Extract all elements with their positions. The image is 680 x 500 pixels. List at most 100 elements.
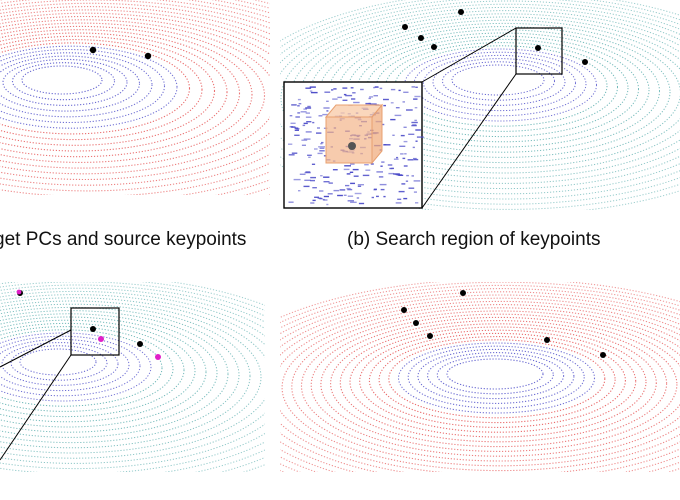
cloud-point: [376, 195, 379, 198]
cloud-point: [411, 121, 418, 124]
scan-ring: [0, 287, 265, 472]
scan-ring: [0, 0, 270, 195]
cloud-point: [415, 202, 419, 204]
scan-ring: [0, 55, 141, 112]
cloud-point: [391, 167, 394, 170]
source-keypoint: [401, 307, 407, 313]
cloud-point: [308, 156, 311, 158]
panel-d-registration: [280, 282, 680, 472]
scan-ring: [0, 39, 203, 141]
cloud-point: [368, 97, 371, 100]
cloud-point: [403, 140, 408, 143]
scan-ring: [310, 313, 680, 457]
cloud-point: [288, 154, 295, 156]
scan-ring: [413, 51, 587, 117]
cloud-point: [310, 91, 318, 94]
cloud-point: [326, 110, 329, 112]
cloud-point: [351, 98, 356, 100]
scan-ring: [423, 54, 576, 112]
source-keypoint: [402, 24, 408, 30]
cloud-point: [413, 157, 417, 160]
scan-ring: [232, 0, 270, 9]
cloud-point: [394, 114, 402, 117]
cloud-point: [404, 153, 407, 155]
cloud-point: [331, 89, 334, 91]
cloud-point: [350, 201, 357, 203]
cloud-point: [402, 101, 405, 103]
cloud-point: [396, 156, 399, 159]
cloud-point: [406, 109, 413, 111]
scan-ring: [0, 297, 265, 459]
cloud-point: [349, 171, 354, 173]
cloud-point: [311, 163, 316, 165]
scan-ring: [339, 323, 657, 443]
cloud-point: [402, 157, 406, 160]
cloud-point: [414, 119, 417, 122]
cloud-point: [389, 167, 393, 170]
cloud-point: [378, 176, 384, 178]
cloud-point: [388, 172, 394, 175]
scan-ring: [0, 313, 218, 433]
cloud-point: [321, 141, 324, 144]
scan-ring: [1, 342, 119, 386]
cloud-point: [309, 90, 313, 92]
cloud-point: [327, 193, 333, 195]
cloud-point: [320, 175, 323, 177]
scan-ring: [11, 62, 116, 101]
scan-ring: [21, 65, 103, 95]
sensor-hole: [24, 350, 92, 374]
scan-ring: [280, 0, 680, 200]
cloud-point: [414, 107, 418, 109]
cloud-point: [364, 164, 369, 166]
cloud-point: [408, 187, 415, 189]
panel-a-point-cloud: [0, 0, 270, 195]
scan-ring: [280, 0, 680, 210]
scan-ring: [210, 0, 270, 14]
cloud-point: [317, 197, 322, 199]
cloud-point: [358, 202, 365, 205]
sensor-hole: [26, 68, 98, 92]
scan-ring: [442, 61, 555, 101]
cloud-point: [360, 88, 364, 91]
scan-ring: [0, 329, 163, 407]
cloud-point: [395, 202, 402, 204]
cloud-point: [401, 183, 406, 185]
cloud-point: [293, 178, 301, 181]
scan-ring: [10, 345, 108, 381]
cloud-point: [297, 98, 301, 101]
scan-ring: [375, 38, 629, 138]
cloud-point: [345, 94, 353, 97]
source-keypoint: [458, 9, 464, 15]
scan-ring: [0, 310, 229, 438]
cloud-point: [294, 129, 299, 131]
cloud-point: [317, 152, 323, 155]
cloud-point: [413, 180, 421, 182]
cloud-point: [398, 89, 401, 92]
cloud-point: [323, 199, 328, 201]
zoom-connector: [421, 27, 517, 83]
scan-ring: [427, 352, 565, 400]
scan-ring: [280, 6, 680, 190]
cloud-point: [380, 165, 383, 167]
cloud-point: [392, 134, 395, 136]
cloud-point: [307, 154, 312, 156]
cloud-point: [411, 124, 417, 127]
scan-ring: [2, 58, 128, 106]
cloud-point: [354, 192, 362, 195]
cloud-point: [310, 179, 315, 182]
source-keypoint: [90, 326, 96, 332]
cloud-point: [301, 144, 306, 146]
cloud-point: [290, 126, 294, 128]
cloud-point: [303, 108, 307, 110]
cloud-point: [307, 105, 311, 108]
scan-ring: [0, 332, 152, 402]
scan-ring: [0, 48, 166, 124]
scan-ring: [0, 338, 130, 392]
scan-ring: [281, 304, 680, 472]
cloud-point: [303, 138, 311, 140]
cloud-point: [369, 96, 374, 98]
cloud-point: [305, 116, 312, 118]
scan-ring: [432, 58, 566, 106]
cloud-point: [303, 122, 308, 125]
cloud-point: [314, 148, 318, 150]
